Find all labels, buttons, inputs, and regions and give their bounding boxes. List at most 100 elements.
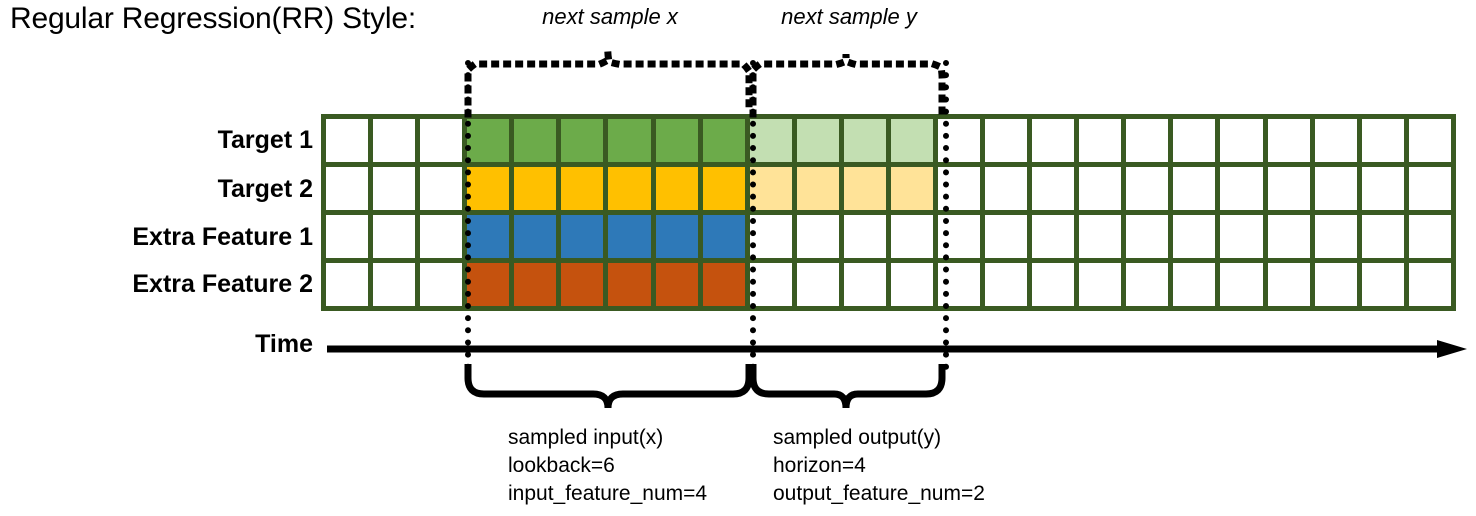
- timeseries-grid: [321, 114, 1456, 311]
- annotation-sampled-output: sampled output(y) horizon=4 output_featu…: [773, 424, 985, 508]
- grid-row-extra-feature-1: [326, 215, 1451, 258]
- grid-cell: [1408, 263, 1451, 306]
- grid-cell: [608, 215, 651, 258]
- row-label-extra-feature-2: Extra Feature 2: [132, 270, 313, 298]
- grid-cell: [1361, 119, 1404, 162]
- time-axis-arrow: [327, 340, 1467, 358]
- row-label-extra-feature-1: Extra Feature 1: [132, 223, 313, 251]
- grid-cell: [467, 263, 510, 306]
- grid-cell: [326, 119, 369, 162]
- sampled-output-line-1: sampled output(y): [773, 426, 942, 449]
- grid-cell: [1314, 215, 1357, 258]
- grid-cell: [514, 263, 557, 306]
- grid-cell: [467, 119, 510, 162]
- grid-cell: [326, 167, 369, 210]
- grid-cell: [890, 167, 934, 210]
- bottom-brace-sampled-output: [749, 364, 946, 409]
- grid-cell: [514, 167, 557, 210]
- grid-cell: [373, 215, 416, 258]
- grid-cell: [796, 167, 839, 210]
- grid-cell: [373, 119, 416, 162]
- grid-cell: [467, 215, 510, 258]
- grid-cell: [1220, 119, 1263, 162]
- grid-cell: [1408, 215, 1451, 258]
- grid-cell: [1173, 215, 1216, 258]
- sampled-input-line-3: input_feature_num=4: [508, 481, 708, 505]
- top-brace-next-sample-x: [464, 53, 753, 118]
- guide-line-input-start: [465, 60, 471, 370]
- grid-cell: [1361, 263, 1404, 306]
- grid-cell: [1267, 167, 1310, 210]
- grid-cell: [420, 263, 463, 306]
- grid-row-target-2: [326, 167, 1451, 210]
- grid-cell: [749, 167, 792, 210]
- grid-cell: [514, 215, 557, 258]
- grid-cell: [561, 215, 604, 258]
- guide-line-input-end: [750, 60, 756, 370]
- row-label-target-1: Target 1: [217, 126, 313, 154]
- grid-cell: [1032, 215, 1075, 258]
- grid-cell: [1267, 263, 1310, 306]
- grid-cell: [608, 263, 651, 306]
- grid-cell: [1314, 263, 1357, 306]
- sampled-output-line-2: horizon=4: [773, 453, 866, 477]
- grid-cell: [326, 215, 369, 258]
- grid-cell: [420, 167, 463, 210]
- grid-cell: [1408, 167, 1451, 210]
- grid-cell: [702, 215, 745, 258]
- grid-cell: [655, 119, 698, 162]
- grid-cell: [373, 167, 416, 210]
- grid-cell: [1173, 263, 1216, 306]
- grid-cell: [843, 215, 886, 258]
- grid-cell: [985, 119, 1028, 162]
- grid-cell: [655, 167, 698, 210]
- grid-cell: [1267, 119, 1310, 162]
- page-title: Regular Regression(RR) Style:: [10, 2, 417, 35]
- grid-cell: [1314, 119, 1357, 162]
- grid-cell: [1126, 215, 1169, 258]
- grid-cell: [843, 119, 886, 162]
- top-brace-next-sample-y: [749, 53, 946, 118]
- grid-cell: [749, 263, 792, 306]
- grid-cell: [1079, 119, 1122, 162]
- grid-cell: [608, 167, 651, 210]
- bottom-brace-sampled-input: [464, 364, 753, 409]
- grid-cell: [796, 263, 839, 306]
- grid-cell: [1173, 119, 1216, 162]
- grid-cell: [890, 119, 934, 162]
- grid-cell: [561, 119, 604, 162]
- grid-cell: [1361, 215, 1404, 258]
- grid-cell: [467, 167, 510, 210]
- grid-cell: [1032, 263, 1075, 306]
- row-label-target-2: Target 2: [217, 175, 313, 203]
- grid-cell: [985, 263, 1028, 306]
- annotation-next-sample-x: next sample x: [542, 4, 678, 29]
- grid-cell: [514, 119, 557, 162]
- grid-row-extra-feature-2: [326, 263, 1451, 306]
- guide-line-output-end: [943, 60, 949, 370]
- sampled-output-line-3: output_feature_num=2: [773, 481, 985, 505]
- grid-cell: [890, 263, 934, 306]
- grid-cell: [1079, 263, 1122, 306]
- grid-cell: [843, 167, 886, 210]
- grid-cell: [655, 263, 698, 306]
- grid-cell: [749, 119, 792, 162]
- grid-cell: [1126, 167, 1169, 210]
- sampled-input-line-2: lookback=6: [508, 453, 615, 477]
- grid-cell: [1126, 263, 1169, 306]
- axis-label-time: Time: [255, 330, 313, 358]
- grid-cell: [1126, 119, 1169, 162]
- grid-cell: [1220, 263, 1263, 306]
- grid-cell: [1173, 167, 1216, 210]
- grid-cell: [702, 263, 745, 306]
- grid-cell: [561, 167, 604, 210]
- grid-cell: [326, 263, 369, 306]
- grid-cell: [373, 263, 416, 306]
- grid-cell: [1361, 167, 1404, 210]
- sampled-input-line-1: sampled input(x): [508, 426, 664, 449]
- grid-cell: [561, 263, 604, 306]
- grid-cell: [702, 167, 745, 210]
- grid-cell: [420, 215, 463, 258]
- grid-cell: [608, 119, 651, 162]
